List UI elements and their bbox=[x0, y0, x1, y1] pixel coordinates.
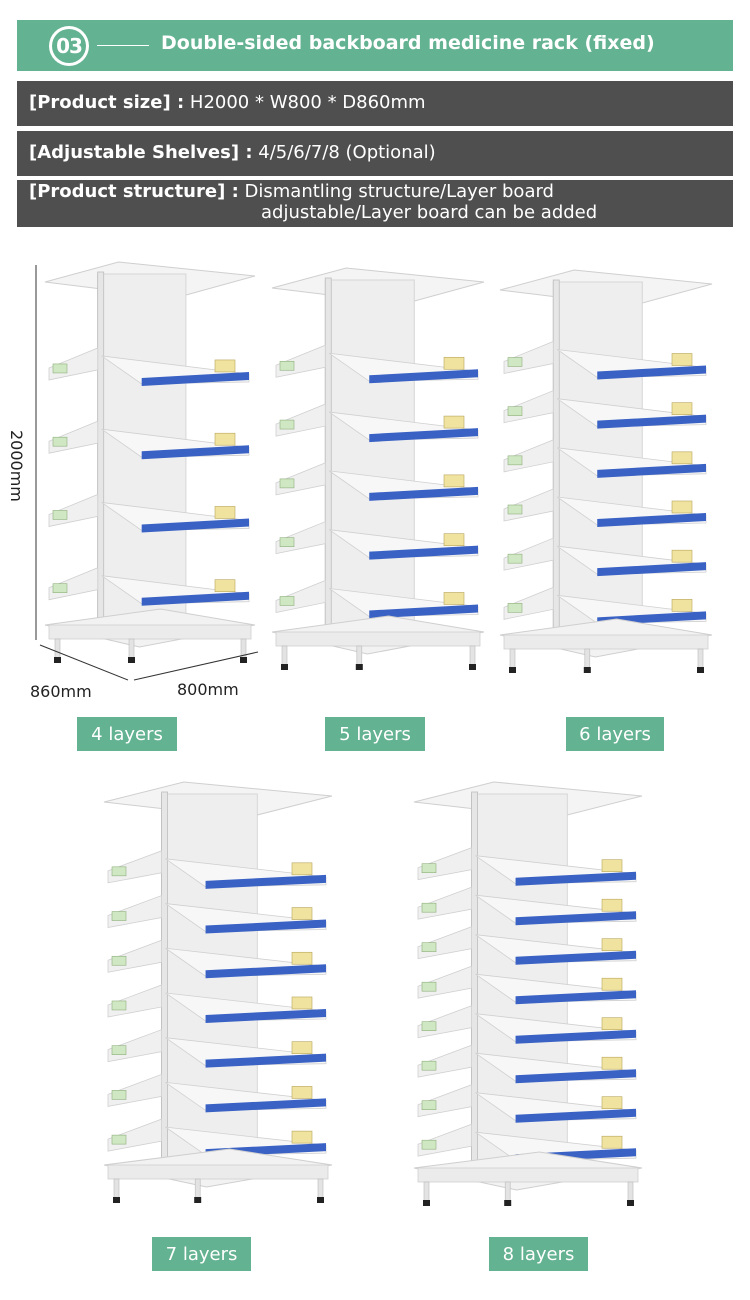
page-title: Double-sided backboard medicine rack (fi… bbox=[161, 32, 655, 54]
spec-structure-key: [Product structure] : bbox=[29, 181, 239, 202]
title-divider-line bbox=[97, 45, 149, 46]
spec-size-value: H2000 * W800 * D860mm bbox=[189, 92, 426, 113]
dimension-width-label: 800mm bbox=[177, 680, 239, 699]
section-number-badge: 03 bbox=[49, 26, 89, 66]
spec-adjustable-shelves: [Adjustable Shelves] : 4/5/6/7/8 (Option… bbox=[17, 131, 733, 176]
section-title-bar: 03 Double-sided backboard medicine rack … bbox=[17, 20, 733, 71]
spec-product-structure: [Product structure] : Dismantling struct… bbox=[17, 180, 733, 227]
variant-label-5-layers: 5 layers bbox=[325, 717, 425, 751]
dimension-height-label: 2000mm bbox=[7, 430, 26, 502]
variant-label-7-layers: 7 layers bbox=[152, 1237, 251, 1271]
variant-label-6-layers: 6 layers bbox=[566, 717, 664, 751]
rack-5-layers bbox=[271, 267, 485, 670]
variant-label-4-layers: 4 layers bbox=[77, 717, 177, 751]
rack-7-layers bbox=[103, 781, 333, 1203]
section-number: 03 bbox=[52, 29, 86, 63]
rack-4-layers bbox=[44, 261, 256, 663]
spec-structure-value-2: adjustable/Layer board can be added bbox=[261, 202, 598, 223]
variant-label-8-layers: 8 layers bbox=[489, 1237, 588, 1271]
dimension-lines bbox=[35, 265, 259, 681]
rack-8-layers bbox=[413, 781, 643, 1206]
spec-shelves-value: 4/5/6/7/8 (Optional) bbox=[258, 142, 436, 163]
spec-shelves-key: [Adjustable Shelves] : bbox=[29, 142, 253, 163]
spec-structure-value-1: Dismantling structure/Layer board bbox=[244, 181, 554, 202]
spec-size-key: [Product size] : bbox=[29, 92, 185, 113]
spec-product-size: [Product size] : H2000 * W800 * D860mm bbox=[17, 81, 733, 126]
rack-6-layers bbox=[499, 269, 713, 673]
dimension-depth-label: 860mm bbox=[30, 682, 92, 701]
